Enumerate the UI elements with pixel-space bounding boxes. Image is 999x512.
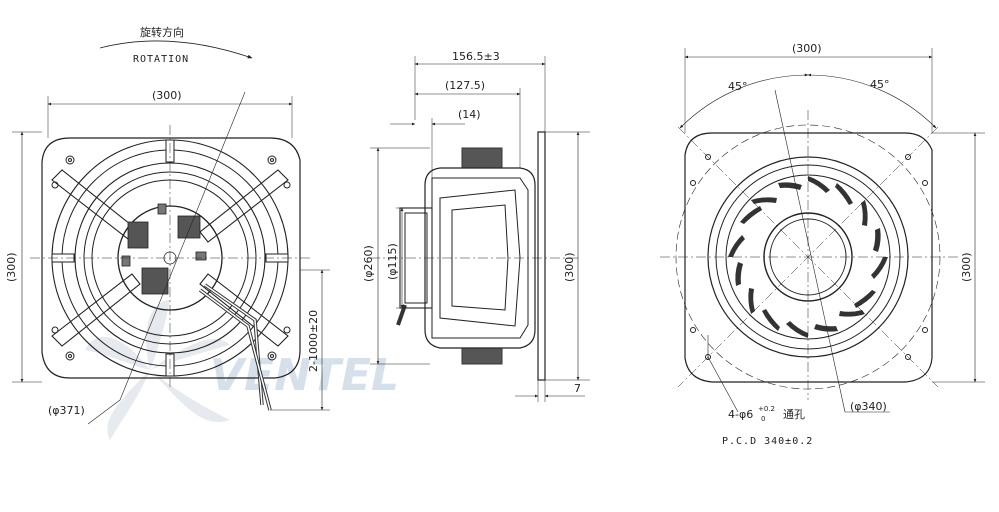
pcd-note: P.C.D 340±0.2 — [722, 436, 813, 447]
strut-bottom-right — [199, 273, 289, 347]
front-width-dim: (300) — [152, 89, 182, 102]
rear-height-dim: (300) — [960, 252, 973, 282]
strut-bottom-left — [51, 273, 141, 347]
front-view — [12, 40, 330, 425]
side-height-dim: (300) — [563, 252, 576, 282]
cable-length-dim: 2-1000±20 — [307, 310, 320, 372]
rear-diameter-dim: (φ340) — [850, 400, 887, 413]
fan-frame — [41, 137, 301, 379]
front-diameter-dim: (φ371) — [48, 404, 85, 417]
hub-components — [121, 203, 207, 295]
side-diameter-115: (φ115) — [386, 243, 399, 280]
side-view — [370, 56, 590, 402]
rotation-arrow — [99, 40, 253, 59]
holes-suffix: 通孔 — [783, 408, 805, 421]
side-length-14: (14) — [458, 108, 481, 121]
rear-blades — [728, 176, 888, 338]
rear-view — [660, 48, 985, 413]
side-view-labels: 156.5±3 (127.5) (14) (φ260) (φ115) (300)… — [362, 50, 581, 395]
rear-frame — [684, 132, 933, 383]
housing-body — [424, 167, 536, 349]
angle-right-label: 45° — [870, 78, 890, 91]
flange-plate — [537, 131, 546, 381]
angle-left-label: 45° — [728, 80, 748, 93]
side-overall-length: 156.5±3 — [452, 50, 500, 63]
front-height-dim: (300) — [5, 252, 18, 282]
holes-tol-upper: +0.2 — [758, 405, 775, 413]
holes-note: 4-φ6 — [728, 408, 753, 421]
rotation-label-en: ROTATION — [133, 54, 189, 65]
watermark-text: VENTEL — [210, 350, 399, 401]
rotation-label-cn: 旋转方向 — [140, 25, 184, 39]
flange-thickness-dim: 7 — [574, 382, 581, 395]
impeller-side — [439, 189, 521, 327]
holes-tol-lower: 0 — [761, 415, 765, 423]
front-view-labels: 旋转方向 ROTATION (300) (300) (φ371) 2-1000±… — [5, 25, 320, 417]
side-diameter-260: (φ260) — [362, 245, 375, 282]
side-length-127: (127.5) — [445, 79, 485, 92]
rear-width-dim: (300) — [792, 42, 822, 55]
rear-view-labels: (300) (300) 45° 45° (φ340) 4-φ6 +0.2 0 通… — [722, 42, 973, 447]
